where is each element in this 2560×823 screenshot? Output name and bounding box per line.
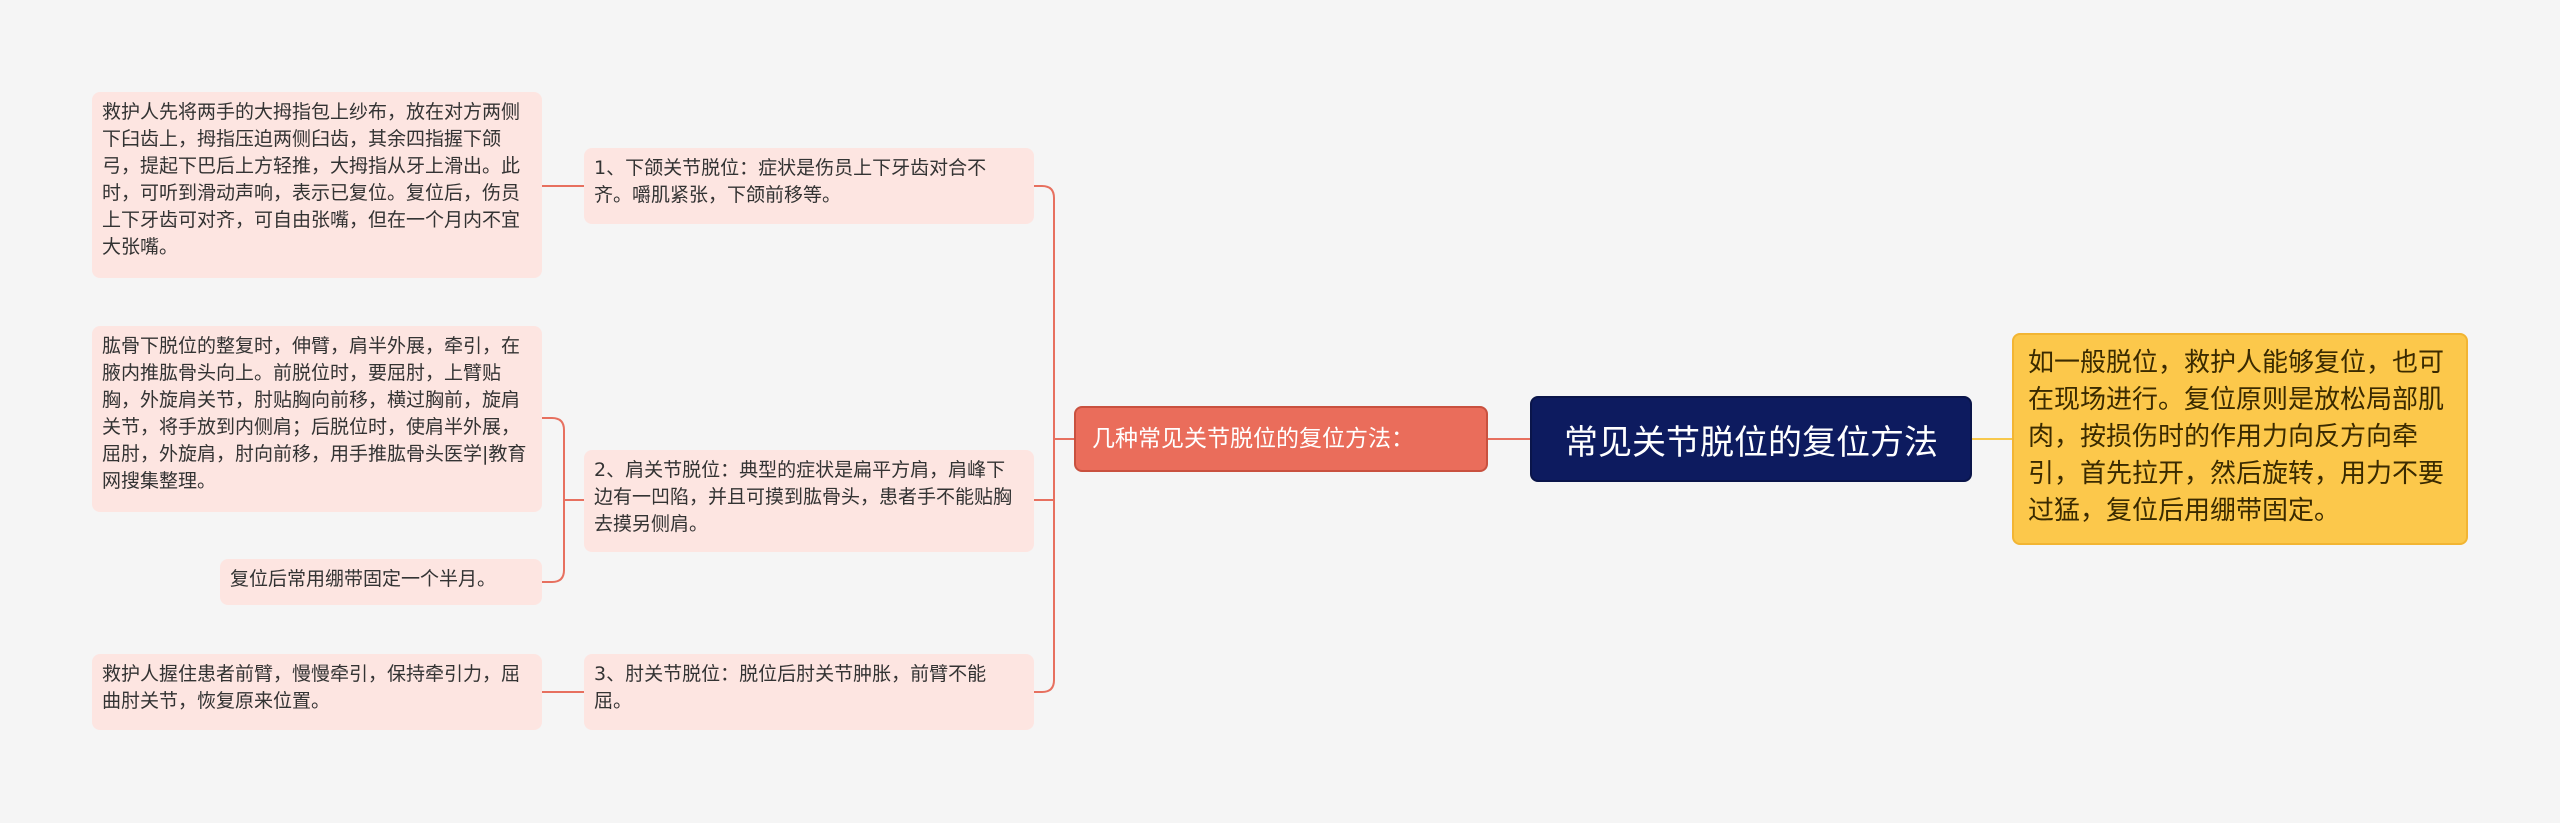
connector-topic2-details — [542, 417, 584, 583]
connector-branch-topic-3 — [1034, 439, 1055, 693]
detail-node-shoulder-method[interactable]: 肱骨下脱位的整复时，伸臂，肩半外展，牵引，在腋内推肱骨头向上。前脱位时，要屈肘，… — [92, 326, 542, 512]
detail-node-elbow-method[interactable]: 救护人握住患者前臂，慢慢牵引，保持牵引力，屈曲肘关节，恢复原来位置。 — [92, 654, 542, 730]
detail-node-mandible-method[interactable]: 救护人先将两手的大拇指包上纱布，放在对方两侧下臼齿上，拇指压迫两侧臼齿，其余四指… — [92, 92, 542, 278]
branch-label: 几种常见关节脱位的复位方法： — [1092, 426, 1414, 452]
connector-branch-topic-2 — [1034, 439, 1055, 501]
topic-node-mandible[interactable]: 1、下颌关节脱位：症状是伤员上下牙齿对合不齐。嚼肌紧张，下颌前移等。 — [584, 148, 1034, 224]
root-node[interactable]: 常见关节脱位的复位方法 — [1530, 396, 1972, 482]
summary-node[interactable]: 如一般脱位，救护人能够复位，也可在现场进行。复位原则是放松局部肌肉，按损伤时的作… — [2012, 333, 2468, 545]
topic-node-elbow[interactable]: 3、肘关节脱位：脱位后肘关节肿胀，前臂不能屈。 — [584, 654, 1034, 730]
topic-node-shoulder[interactable]: 2、肩关节脱位：典型的症状是扁平方肩，肩峰下边有一凹陷，并且可摸到肱骨头，患者手… — [584, 450, 1034, 552]
branch-node[interactable]: 几种常见关节脱位的复位方法： — [1074, 406, 1488, 472]
connector-branch-topic-1 — [1034, 185, 1074, 440]
root-label: 常见关节脱位的复位方法 — [1564, 422, 1938, 463]
detail-node-shoulder-fixation[interactable]: 复位后常用绷带固定一个半月。 — [220, 559, 542, 605]
